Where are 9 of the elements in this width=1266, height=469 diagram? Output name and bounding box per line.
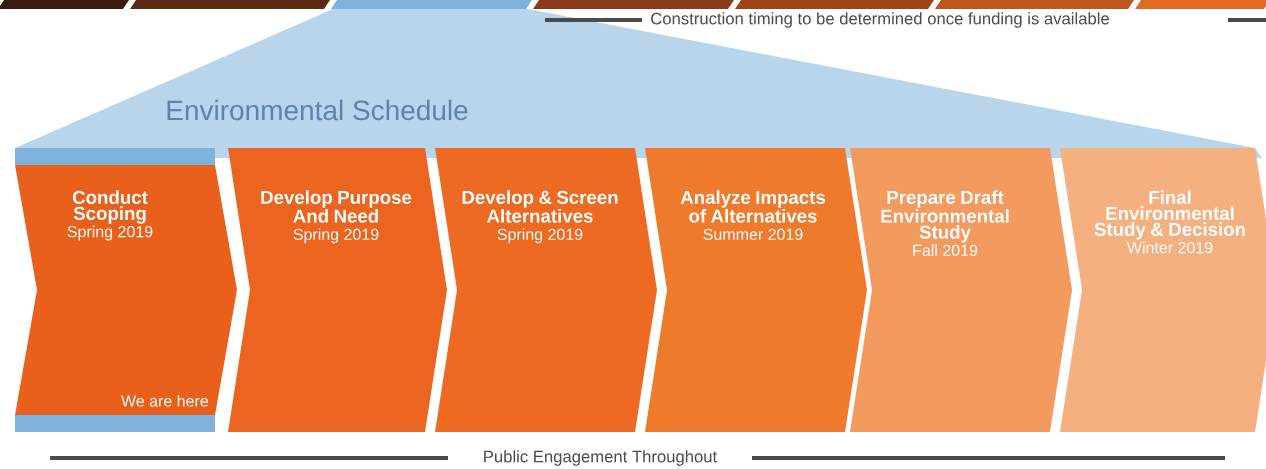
timeline-label: Construction timing to be determined once funding is available: [651, 12, 1109, 28]
chevron-step: Prepare Draft Environmental Study Fall 2019: [850, 148, 1072, 432]
chevron-step: Develop Purpose And Need Spring 2019: [228, 148, 447, 432]
chevron-step: Analyze Impacts of Alternatives Summer 2019: [645, 148, 867, 432]
chevron-step: Develop & Screen Alternatives Spring 2019: [435, 148, 657, 432]
chevron-step: Final Environmental Study & Decision Winter 2019: [1060, 148, 1266, 432]
timeline-label: Public Engagement Throughout: [484, 450, 718, 466]
chevron-step: Conduct Scoping Spring 2019 We are here: [15, 148, 237, 432]
section-heading: Environmental Schedule: [167, 99, 468, 121]
